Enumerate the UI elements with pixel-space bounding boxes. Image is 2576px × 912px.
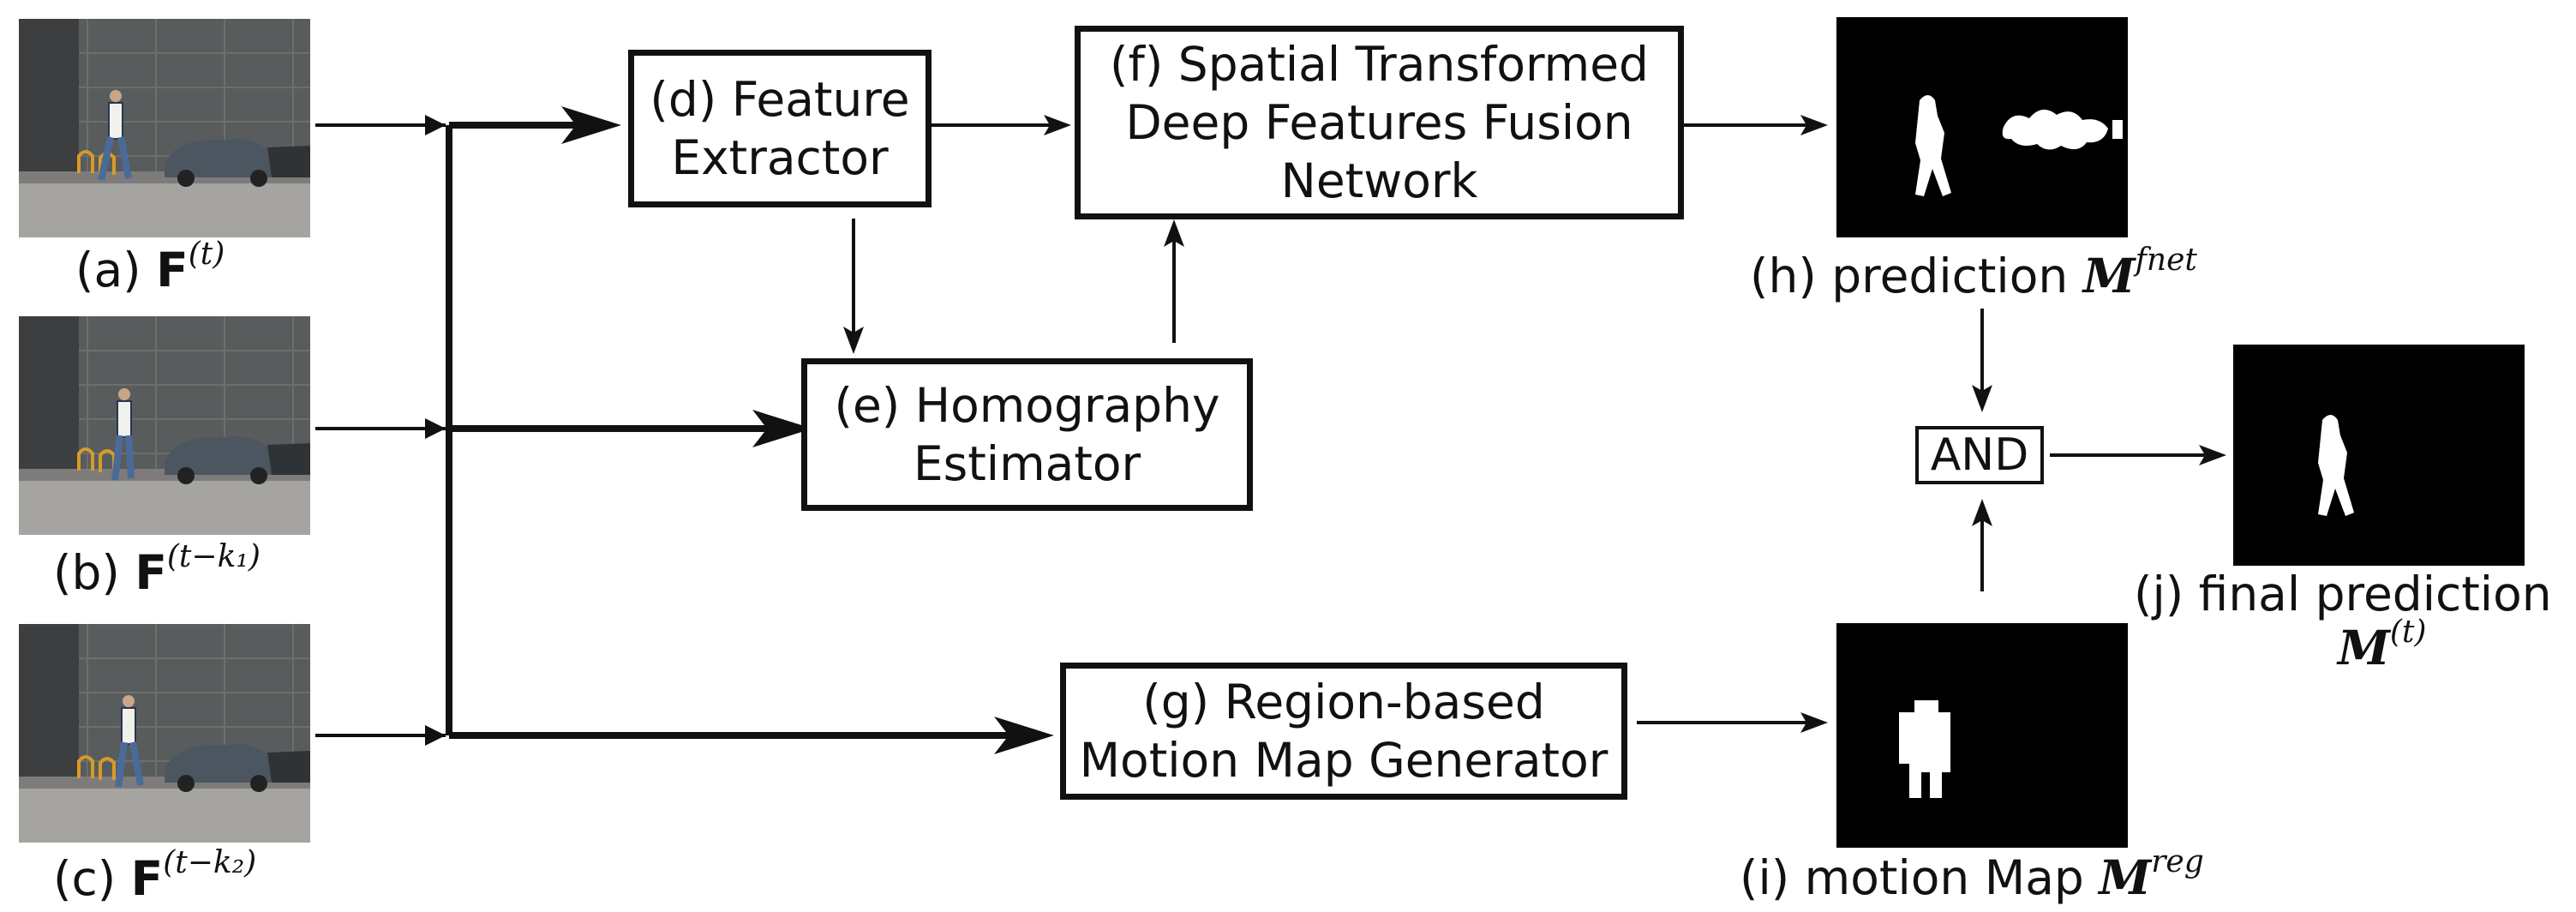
homography-line1: (e) Homography xyxy=(834,377,1220,433)
block-connectors xyxy=(843,115,2226,733)
feature-extractor-line1: (d) Feature xyxy=(650,71,910,127)
motion-gen-line2: Motion Map Generator xyxy=(1079,733,1609,788)
input-frame-a xyxy=(17,17,312,239)
motion-gen-line1: (g) Region-based xyxy=(1142,674,1545,729)
fusion-line2: Deep Features Fusion xyxy=(1125,94,1633,150)
connectors xyxy=(315,115,1015,746)
label-final-prediction: (j) final prediction xyxy=(2134,567,2552,621)
and-gate-label: AND xyxy=(1930,429,2029,481)
mask-motion-map xyxy=(1836,623,2128,848)
arrowheads xyxy=(561,106,1054,754)
feature-extractor-line2: Extractor xyxy=(671,130,889,185)
label-prediction: (h) prediction Mfnet xyxy=(1750,243,2197,303)
block-feature-extractor: (d) Feature Extractor xyxy=(628,50,932,207)
label-final-symbol: M(t) xyxy=(2338,615,2427,675)
fusion-line1: (f) Spatial Transformed xyxy=(1110,36,1649,92)
block-motion-map-generator: (g) Region-based Motion Map Generator xyxy=(1060,663,1627,800)
mask-person-h xyxy=(1915,95,1951,196)
block-fusion-network: (f) Spatial Transformed Deep Features Fu… xyxy=(1075,26,1684,219)
label-motion-map: (i) motion Map Mreg xyxy=(1740,844,2204,905)
label-input-b: (b) F(t−k₁) xyxy=(53,539,261,600)
pedestrian-a xyxy=(98,90,132,181)
pedestrian-b xyxy=(111,388,135,481)
mask-blob-i xyxy=(1899,700,1950,798)
mask-person-j xyxy=(2318,415,2354,516)
pedestrian-c xyxy=(115,695,144,788)
block-homography-estimator: (e) Homography Estimator xyxy=(801,358,1253,511)
label-input-c: (c) F(t−k₂) xyxy=(53,845,257,906)
mask-prediction xyxy=(1836,17,2128,237)
mask-final xyxy=(2233,345,2525,566)
mask-noise-h xyxy=(2002,109,2123,150)
label-input-a: (a) F(t) xyxy=(75,237,225,297)
fusion-line3: Network xyxy=(1280,153,1478,209)
input-frame-c xyxy=(17,622,312,844)
input-frame-b xyxy=(17,315,312,537)
homography-line2: Estimator xyxy=(913,436,1141,491)
and-gate: AND xyxy=(1915,426,2044,484)
